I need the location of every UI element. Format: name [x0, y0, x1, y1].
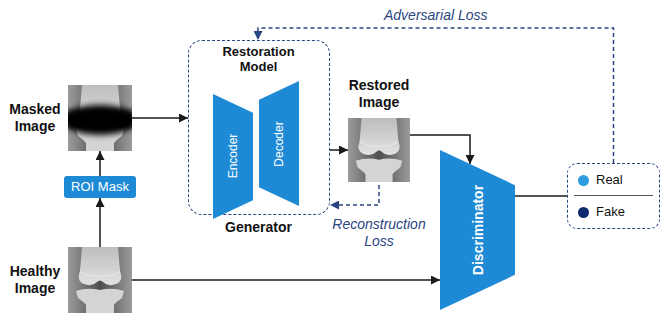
flow-connector [132, 117, 188, 119]
output-row: Real [568, 164, 659, 197]
group-heading: Restoration Model [209, 44, 309, 74]
flow-connector [132, 279, 440, 281]
masked-xray [68, 85, 132, 151]
block-label: Encoder [225, 134, 241, 179]
class-label: Real [596, 172, 623, 188]
generator-group: EncoderDecoderRestoration ModelGenerator [188, 40, 330, 215]
encoder-block: Encoder [213, 94, 253, 219]
class-dot [578, 175, 589, 186]
image-heading: Restored Image [342, 77, 416, 111]
loss-connector [258, 28, 614, 163]
flow-connector [99, 151, 101, 176]
output-row: Fake [568, 196, 659, 229]
loss-label: Reconstruction Loss [329, 216, 429, 250]
healthy-image: Healthy Image [68, 247, 132, 313]
image-heading: Healthy Image [6, 263, 64, 297]
class-dot [578, 207, 589, 218]
row-separator [574, 195, 653, 196]
flow-connector [330, 149, 348, 151]
trapezoid-fill [440, 150, 515, 310]
discriminator-block: Discriminator [440, 150, 515, 310]
flow-connector [515, 195, 567, 197]
flow-connector [99, 198, 101, 247]
block-label: Discriminator [470, 185, 486, 275]
loss-connector [330, 185, 379, 205]
loss-label: Adversarial Loss [382, 7, 490, 24]
group-caption: Generator [199, 219, 319, 236]
image-heading: Masked Image [6, 101, 64, 135]
mask-region [68, 105, 132, 135]
class-label: Fake [596, 204, 625, 220]
decoder-block: Decoder [259, 81, 299, 206]
block-label: Decoder [271, 121, 287, 166]
box-label: ROI Mask [71, 179, 129, 195]
roi-mask-box: ROI Mask [64, 176, 136, 198]
masked-image: Masked Image [68, 85, 132, 151]
healthy-xray [68, 247, 132, 313]
restored-image: Restored Image [348, 115, 410, 185]
trapezoid-fill [259, 81, 299, 206]
trapezoid-fill [213, 94, 253, 219]
restored-xray [348, 118, 410, 182]
output-box: RealFake [567, 163, 660, 229]
